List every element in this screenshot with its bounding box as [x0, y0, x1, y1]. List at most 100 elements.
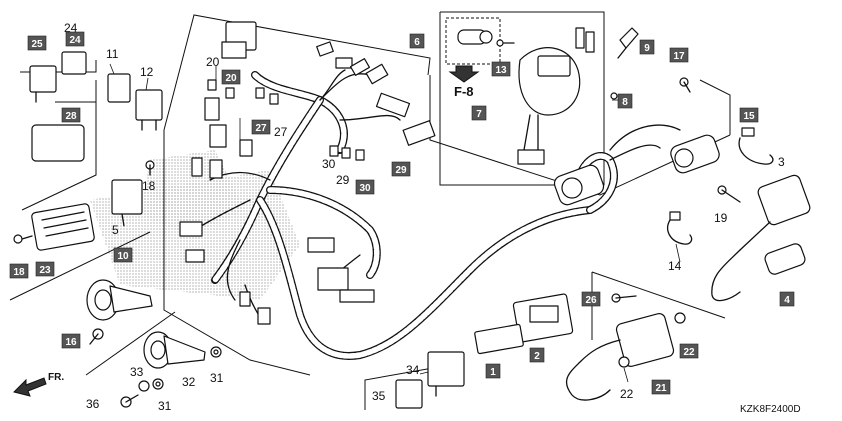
callout-box-25: 25: [27, 35, 47, 51]
callout-box-20: 20: [221, 69, 241, 85]
svg-text:23: 23: [39, 265, 51, 276]
svg-text:1: 1: [490, 367, 496, 378]
callout-box-13: 13: [491, 61, 511, 77]
fuses-27: [207, 79, 279, 105]
callout-3: 3: [778, 155, 785, 169]
clip-14: [667, 211, 693, 245]
ignition-coil-pickup: [553, 134, 720, 206]
callout-box-23: 23: [35, 261, 55, 277]
nut-22: [618, 312, 686, 368]
boxed-callouts: 1 2 4 6 7 8 9 10: [9, 31, 795, 395]
holder-1: [474, 323, 524, 355]
callout-box-21: 21: [651, 379, 671, 395]
relay-11: [107, 73, 131, 103]
svg-text:16: 16: [65, 337, 77, 348]
bolt-19: [717, 185, 741, 203]
svg-text:24: 24: [69, 35, 81, 46]
callout-12: 12: [140, 65, 154, 79]
callout-box-18b: 18: [9, 263, 29, 279]
ignition-switch-7: [517, 47, 581, 165]
callout-box-29b: 29: [391, 161, 411, 177]
svg-text:18: 18: [13, 267, 25, 278]
relay-12: [135, 89, 163, 131]
callout-box-24b: 24: [65, 31, 85, 47]
bolt-17: [679, 77, 691, 93]
callout-box-16: 16: [61, 333, 81, 349]
screw-8: [610, 92, 618, 100]
callout-labels: 3 5 11 12 14 18 19 20 22 24 27 29 30 31 …: [64, 21, 785, 413]
plug-cap-4: [764, 243, 806, 275]
leader-lines: [109, 63, 681, 383]
callout-box-15: 15: [739, 107, 759, 123]
callout-box-27a: 27: [251, 119, 271, 135]
callout-box-26: 26: [581, 291, 601, 307]
horn-10: [86, 279, 153, 321]
callout-box-4: 4: [779, 291, 795, 307]
svg-text:20: 20: [225, 73, 237, 84]
callout-31a: 31: [210, 371, 224, 385]
ignition-coil-21: [565, 313, 675, 401]
module-34: [427, 351, 465, 397]
key-9: [617, 27, 639, 59]
callout-20: 20: [206, 55, 220, 69]
front-direction-label: FR.: [48, 372, 64, 383]
callout-14: 14: [668, 259, 682, 273]
nut-33: [138, 380, 150, 392]
callout-box-30b: 30: [355, 179, 375, 195]
callout-34: 34: [406, 363, 420, 377]
bolt-36: [120, 394, 139, 408]
callout-5: 5: [112, 223, 119, 237]
bolt-18-lower: [13, 234, 33, 244]
regulator-23: [31, 203, 95, 251]
keys: [575, 27, 595, 53]
svg-text:10: 10: [117, 251, 129, 262]
callout-box-6: 6: [409, 33, 425, 49]
svg-text:17: 17: [673, 51, 685, 62]
svg-text:28: 28: [65, 111, 77, 122]
callout-31b: 31: [158, 399, 172, 413]
callout-36: 36: [86, 397, 100, 411]
reference-label: F-8: [454, 84, 474, 99]
svg-text:15: 15: [743, 111, 755, 122]
callout-box-28: 28: [61, 107, 81, 123]
svg-text:22: 22: [683, 347, 695, 358]
relay-25: [29, 65, 57, 103]
svg-text:6: 6: [414, 37, 420, 48]
callout-30a: 30: [322, 157, 336, 171]
module-35: [395, 379, 423, 409]
callout-33: 33: [130, 365, 144, 379]
harness-connectors: [179, 21, 436, 325]
fuses-29-30: [329, 145, 365, 161]
diagram-code: KZK8F2400D: [740, 404, 801, 415]
starter-relay-3: [711, 174, 811, 302]
callout-box-10: 10: [113, 247, 133, 263]
key-cylinder-13: [457, 29, 493, 45]
callout-box-1: 1: [485, 363, 501, 379]
svg-text:21: 21: [655, 383, 667, 394]
front-direction-arrow: FR.: [13, 372, 64, 397]
callout-box-2: 2: [529, 347, 545, 363]
callout-24a: 24: [64, 21, 78, 35]
svg-text:7: 7: [476, 109, 482, 120]
callout-19: 19: [714, 211, 728, 225]
main-wire-harness: [194, 69, 681, 360]
bolt-16: [89, 328, 104, 345]
washer-31: [152, 346, 222, 390]
callout-11: 11: [106, 47, 119, 61]
callout-box-22a: 22: [679, 343, 699, 359]
bolt-18-upper: [145, 160, 155, 176]
callout-box-8: 8: [617, 93, 633, 109]
callout-32: 32: [182, 375, 196, 389]
callout-22b: 22: [620, 387, 634, 401]
callout-35: 35: [372, 389, 386, 403]
svg-text:2: 2: [534, 351, 540, 362]
bolt-26: [611, 293, 637, 303]
relay-24: [61, 51, 87, 75]
callout-box-7: 7: [471, 105, 487, 121]
callout-box-17: 17: [669, 47, 689, 63]
svg-text:29: 29: [395, 165, 407, 176]
svg-text:27: 27: [255, 123, 267, 134]
callout-27b: 27: [274, 125, 288, 139]
horn-32: [143, 331, 206, 369]
